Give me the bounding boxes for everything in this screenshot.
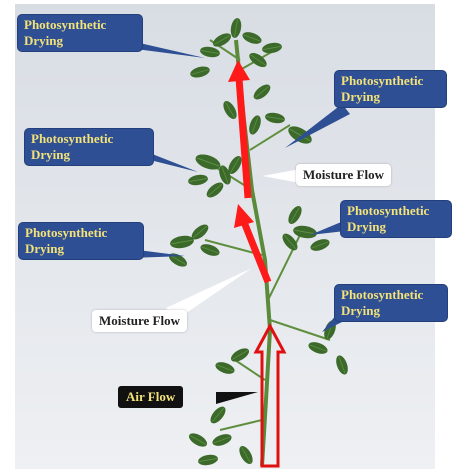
callout-text: Photosynthetic Drying [31,131,113,162]
callout-photosynthetic-drying-top-right: Photosynthetic Drying [334,70,447,108]
callout-moisture-flow-lower: Moisture Flow [92,310,187,332]
callout-text: Photosynthetic Drying [341,287,423,318]
callout-text: Photosynthetic Drying [25,225,107,256]
callout-photosynthetic-drying-lower-right: Photosynthetic Drying [334,284,448,322]
callout-text: Photosynthetic Drying [347,203,429,234]
callout-text: Moisture Flow [303,167,384,182]
callout-text: Air Flow [126,389,175,404]
callout-moisture-flow-upper: Moisture Flow [296,164,391,186]
callout-photosynthetic-drying-upper-left: Photosynthetic Drying [24,128,154,166]
callout-text: Photosynthetic Drying [24,17,106,48]
callout-photosynthetic-drying-middle-right: Photosynthetic Drying [340,200,452,238]
callout-text: Moisture Flow [99,313,180,328]
callout-text: Photosynthetic Drying [341,73,423,104]
callout-air-flow: Air Flow [118,386,183,408]
callout-photosynthetic-drying-middle-left: Photosynthetic Drying [18,222,144,260]
callout-photosynthetic-drying-top-left: Photosynthetic Drying [17,14,143,52]
